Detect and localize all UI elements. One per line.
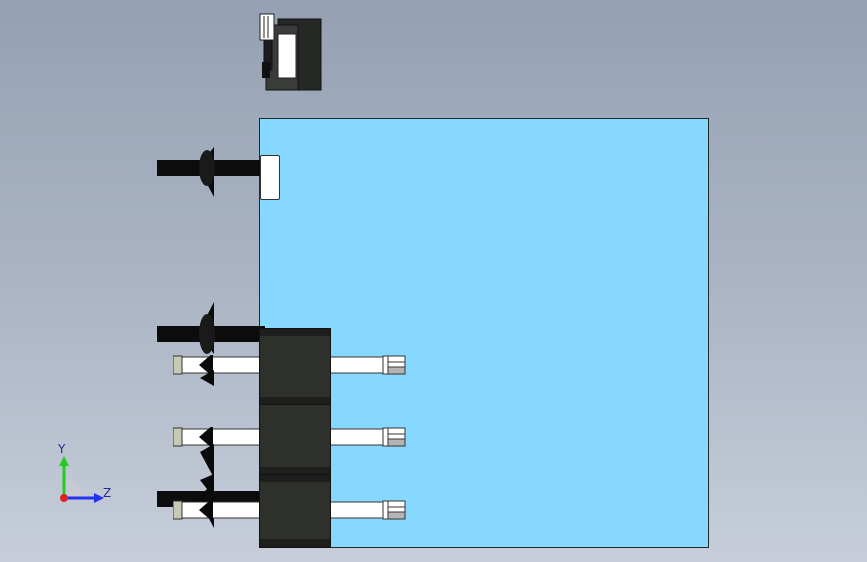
rod-3-left-graphic [172,498,264,522]
top-mechanism-graphic [259,13,322,91]
rod-1-right[interactable] [327,355,406,375]
block-2[interactable] [259,404,331,476]
triad-z-label: Z [103,486,112,500]
triad-y-label: Y [58,442,66,456]
rod-2-left-graphic [172,425,264,449]
rod-2-right[interactable] [327,427,406,447]
block-1-bottom-edge [260,397,330,405]
shaft-1[interactable] [157,145,265,200]
panel-clip[interactable] [260,155,280,200]
shaft-2-graphic [157,302,265,354]
block-3-top-edge [260,475,330,482]
shaft-1-graphic [157,147,261,197]
rod-1-right-graphic [327,355,406,375]
rod-1-left[interactable] [172,353,264,377]
block-1-top-edge [260,329,330,336]
shaft-2[interactable] [157,300,265,355]
coordinate-triad: Y Z [52,440,122,510]
block-3[interactable] [259,474,331,548]
cone-stack [196,370,216,500]
rod-2-left[interactable] [172,425,264,449]
block-2-bottom-edge [260,467,330,475]
rod-2-right-graphic [327,427,406,447]
block-1[interactable] [259,328,331,406]
rod-3-right-graphic [327,500,406,520]
rod-3-left[interactable] [172,498,264,522]
rod-3-right[interactable] [327,500,406,520]
main-panel[interactable] [259,118,709,548]
block-3-bottom-edge [260,539,330,547]
cone-stack-graphic [200,370,214,498]
rod-1-left-graphic [172,353,264,377]
top-mechanism[interactable] [258,12,322,92]
triad-axes-icon [59,456,104,503]
